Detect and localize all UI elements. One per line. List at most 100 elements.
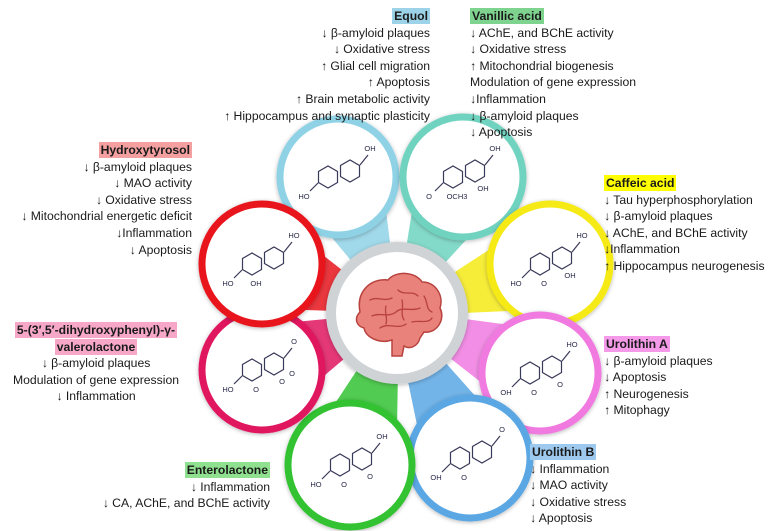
effects-block-enterolactone: Enterolactone↓ Inflammation↓ CA, AChE, a…	[80, 462, 270, 512]
bond	[371, 442, 381, 454]
ring-hexagon	[464, 159, 486, 183]
compound-title: Urolithin A	[604, 336, 670, 352]
ring-hexagon	[263, 246, 285, 270]
compound-title-line: valerolactone	[54, 338, 138, 355]
structure-label: O	[531, 388, 537, 397]
ring-hexagon	[471, 440, 493, 464]
bond	[571, 241, 581, 253]
effect-item: ↓ MAO activity	[114, 176, 192, 191]
bond	[309, 182, 319, 192]
compound-title: Equol	[392, 8, 430, 24]
brain-icon	[355, 272, 443, 357]
effect-item: ↓Inflammation	[116, 225, 192, 240]
structure-label: HO	[310, 480, 321, 489]
effect-item: ↑ Neurogenesis	[604, 386, 689, 401]
ring-urolithin_a: OH HO O O	[478, 311, 602, 435]
structure-label: O	[253, 385, 259, 394]
effect-item: ↓Inflammation	[604, 242, 680, 257]
ring-hexagon	[449, 446, 471, 470]
bond	[321, 470, 331, 480]
structure-label: OH	[500, 388, 511, 397]
structure-urolithin_a: OH HO O O	[500, 340, 577, 397]
bond	[441, 463, 451, 473]
effect-item: ↓ Oxidative stress	[333, 42, 430, 57]
effects-block-caffeic: Caffeic acid↓ Tau hyperphosphorylation↓ …	[604, 175, 780, 275]
effects-block-urolithin_a: Urolithin A↓ β-amyloid plaques↓ Apoptosi…	[604, 336, 774, 419]
effect-item: ↓ Oxidative stress	[530, 494, 627, 509]
structure-equol: HO OH	[298, 144, 375, 201]
ring-hexagon	[551, 246, 573, 270]
structure-label: HO	[298, 192, 309, 201]
effects-block-urolithin_b: Urolithin B↓ Inflammation ↓ MAO activity↓…	[530, 444, 720, 527]
ring-hexagon	[529, 252, 551, 276]
structure-label: HO	[222, 279, 233, 288]
structure-label: OH	[564, 271, 575, 280]
ring-hexagon	[541, 355, 563, 379]
effects-block-valerolactone: 5-(3′,5′-dihydroxyphenyl)-γ-valerolacton…	[0, 322, 192, 405]
effect-item: ↓ Apoptosis	[470, 125, 533, 140]
effect-item: ↓ β-amyloid plaques	[604, 209, 713, 224]
structure-label: HO	[566, 340, 577, 349]
structure-label: O	[426, 192, 432, 201]
bond	[283, 241, 293, 253]
effects-block-vanillic: Vanillic acid↓ AChE, and BChE activity ↓ …	[470, 8, 710, 141]
effect-item: ↑ Brain metabolic activity	[295, 91, 430, 106]
bond	[561, 350, 571, 362]
effect-item: ↓ AChE, and BChE activity	[470, 25, 614, 40]
ring-hexagon	[241, 358, 263, 382]
bond	[511, 378, 521, 388]
effect-item: ↓ Oxidative stress	[95, 192, 192, 207]
effect-item: ↑ Mitochondrial biogenesis	[470, 58, 614, 73]
bond	[283, 347, 293, 359]
bond	[233, 375, 243, 385]
compound-title-line: 5-(3′,5′-dihydroxyphenyl)-γ-	[14, 322, 178, 338]
structure-label: O	[499, 425, 505, 434]
effect-item: ↓ β-amyloid plaques	[470, 108, 579, 123]
structure-label: O	[291, 337, 297, 346]
effect-item: ↓ β-amyloid plaques	[321, 25, 430, 40]
effect-item: ↓Inflammation	[470, 91, 546, 106]
compound-title: Caffeic acid	[604, 175, 677, 191]
bond	[484, 154, 494, 166]
ring-hexagon	[329, 453, 351, 477]
bond	[434, 182, 444, 192]
effect-item: ↓ Mitochondrial energetic deficit	[21, 209, 192, 224]
structure-label: O	[557, 380, 563, 389]
effect-item: ↓ MAO activity	[530, 478, 608, 493]
structure-label: OH	[489, 144, 500, 153]
bond	[359, 154, 369, 166]
effect-item: ↓ Inflammation	[56, 389, 136, 404]
effect-item: ↓ Inflammation	[530, 461, 610, 476]
ring-equol: HO OH	[276, 115, 400, 239]
effect-item: Modulation of gene expression	[470, 75, 636, 90]
effects-block-hydroxytyrosol: Hydroxytyrosol↓ β-amyloid plaques↓ MAO a…	[0, 142, 192, 258]
structure-label: HO	[222, 385, 233, 394]
structure-label: O	[279, 377, 285, 386]
effect-item: ↓ β-amyloid plaques	[83, 159, 192, 174]
structure-label: O	[289, 369, 295, 378]
compound-title: Urolithin B	[530, 444, 597, 460]
effect-item: ↓ Inflammation	[190, 479, 270, 494]
structure-label: O	[461, 473, 467, 482]
compound-title: Enterolactone	[184, 462, 270, 478]
ring-hexagon	[263, 352, 285, 376]
effect-item: ↑ Hippocampus and synaptic plasticity	[224, 108, 430, 123]
effect-item: ↑ Apoptosis	[367, 75, 430, 90]
compound-title: Vanillic acid	[470, 8, 544, 24]
structure-label: OH	[364, 144, 375, 153]
structure-label: HO	[576, 231, 587, 240]
effect-item: ↓ Oxidative stress	[470, 42, 567, 57]
structure-label: OCH3	[447, 192, 468, 201]
center-hub	[326, 242, 468, 384]
